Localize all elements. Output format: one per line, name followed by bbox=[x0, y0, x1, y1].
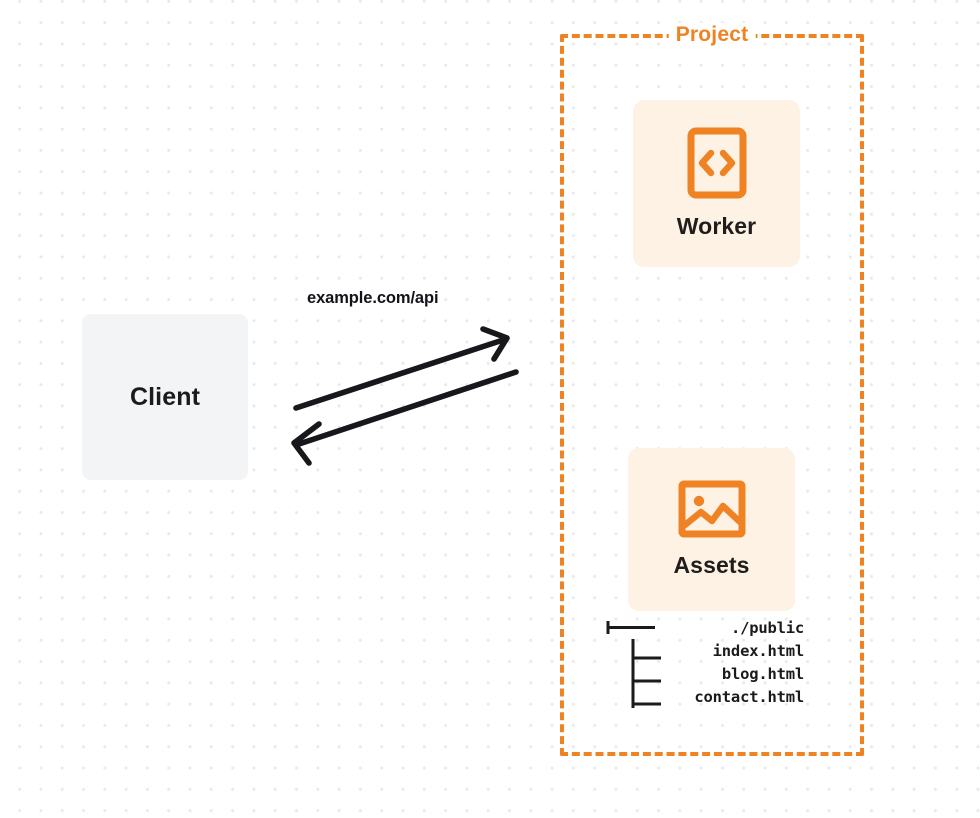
tree-child-icon bbox=[631, 639, 661, 662]
code-brackets-icon bbox=[687, 127, 747, 199]
assets-card[interactable]: Assets bbox=[628, 448, 795, 611]
tree-child-icon bbox=[631, 662, 661, 685]
tree-child-icon bbox=[631, 685, 661, 708]
worker-card[interactable]: Worker bbox=[633, 100, 800, 267]
project-title: Project bbox=[668, 23, 756, 47]
response-arrow bbox=[291, 369, 519, 466]
client-node[interactable]: Client bbox=[82, 314, 248, 480]
file-tree-label: ./public bbox=[730, 618, 804, 637]
file-tree-label: contact.html bbox=[694, 687, 804, 706]
file-tree-row: index.html bbox=[604, 639, 804, 662]
file-tree-label: index.html bbox=[712, 641, 805, 660]
file-tree-row: ./public bbox=[604, 616, 804, 639]
image-icon bbox=[678, 480, 746, 538]
file-tree-label: blog.html bbox=[721, 664, 804, 683]
connection-label: example.com/api bbox=[307, 289, 439, 307]
file-tree-row: blog.html bbox=[604, 662, 804, 685]
request-arrow bbox=[293, 326, 510, 411]
tree-branch-icon bbox=[606, 621, 655, 634]
assets-file-tree: ./public index.html blog.html contact.ht… bbox=[604, 616, 804, 708]
project-container: Project bbox=[560, 23, 864, 756]
file-tree-row: contact.html bbox=[604, 685, 804, 708]
client-label: Client bbox=[129, 382, 201, 411]
assets-label: Assets bbox=[673, 552, 750, 578]
worker-label: Worker bbox=[676, 213, 757, 239]
